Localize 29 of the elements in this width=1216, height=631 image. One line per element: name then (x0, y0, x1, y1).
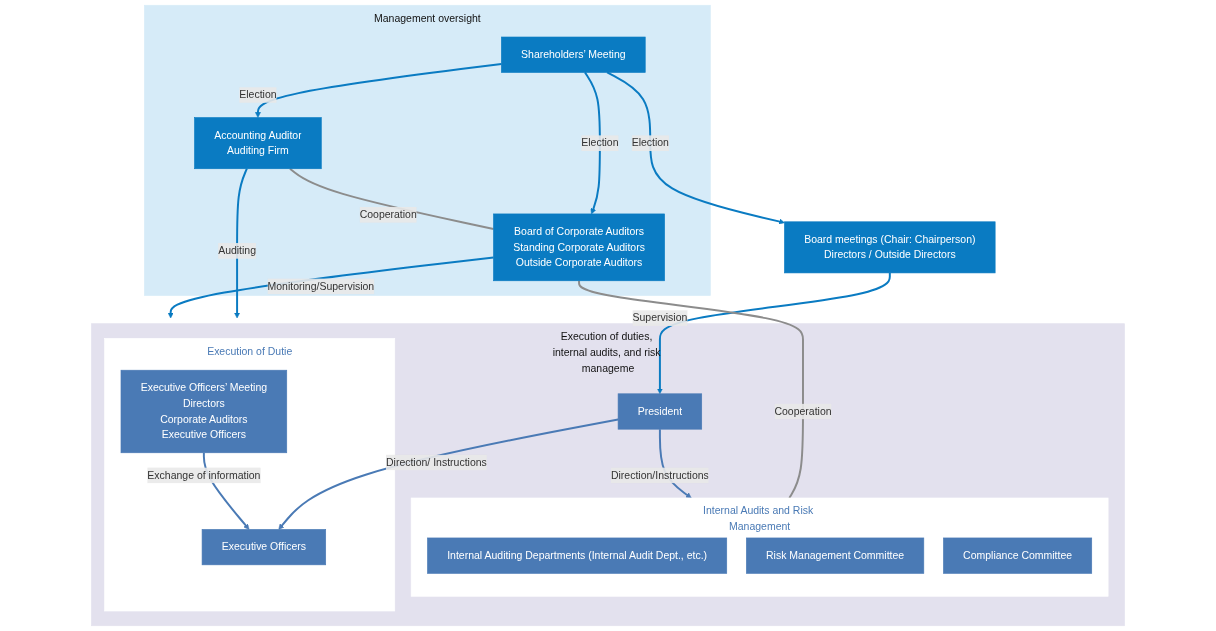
arrow (606, 71, 785, 225)
node-box: President (617, 393, 703, 430)
edge-label: Direction/ Instructions (385, 456, 487, 468)
node-box: Internal Auditing Departments (Internal Audit Dept., etc.) (427, 537, 728, 574)
edge-label: Exchange of information (147, 469, 261, 481)
node-box: Compliance Committee (943, 537, 1093, 574)
node-box: Accounting Auditor Auditing Firm (194, 117, 322, 170)
arrow (657, 271, 891, 395)
connector (289, 167, 495, 230)
node-box: Board meetings (Chair: Chairperson) Directors / Outside Directors (784, 221, 996, 274)
edge-label: Election (239, 89, 277, 101)
arrow (584, 71, 601, 215)
arrow (255, 62, 503, 118)
arrow (167, 256, 495, 319)
node-box: Executive Officers (201, 529, 326, 566)
edge-label: Direction/Instructions (610, 469, 709, 481)
node-box: Board of Corporate Auditors Standing Corporate Auditors Outside Corporate Auditors (493, 213, 665, 282)
node-box: Risk Management Committee (746, 537, 925, 574)
arrow (234, 167, 248, 319)
edge-label: Supervision (632, 312, 688, 324)
edge-label: Cooperation (359, 208, 417, 221)
node-box: Shareholders’ Meeting (501, 36, 646, 73)
node-box: Executive Officers’ Meeting Directors Corporate Auditors Executive Officers (120, 369, 288, 454)
edge-label: Monitoring/Supervision (267, 280, 375, 292)
edge-label: Election (631, 137, 669, 149)
edge-label: Election (581, 137, 619, 149)
edge-label: Auditing (218, 245, 257, 257)
arrow (278, 418, 620, 530)
edge-label: Cooperation (774, 405, 832, 417)
